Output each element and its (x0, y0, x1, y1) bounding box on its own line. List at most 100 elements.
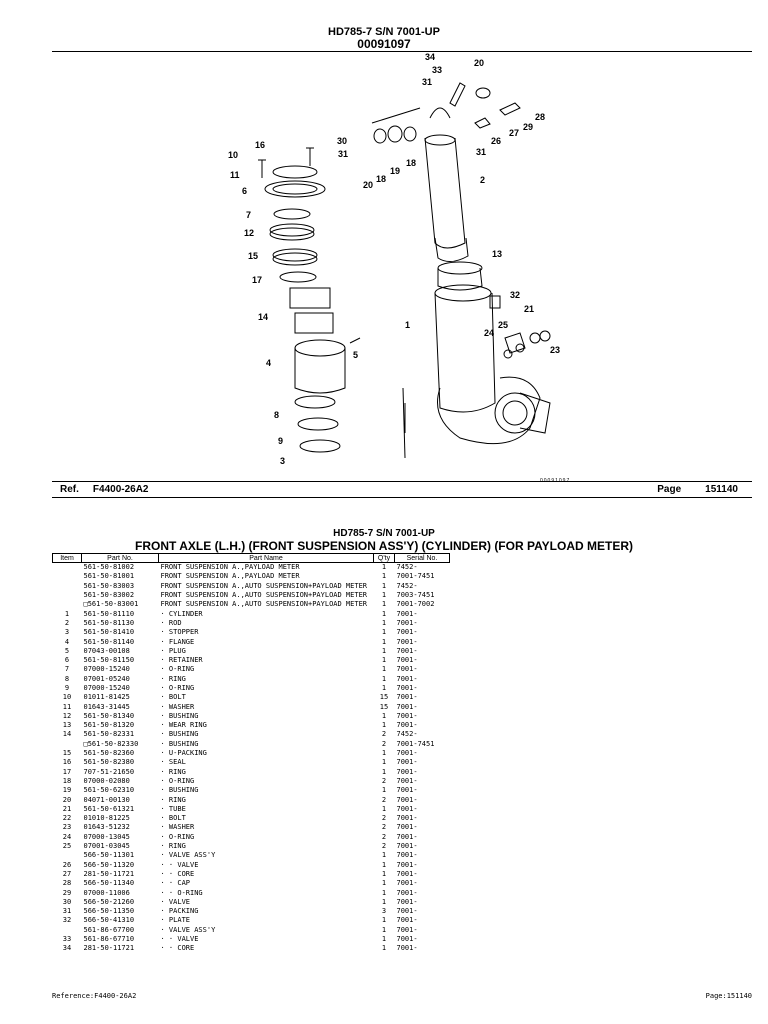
exploded-parts-diagram: 34 33 20 31 28 29 27 26 31 30 16 31 10 1… (228, 52, 560, 466)
cell-part-no: 566-50-11301 (83, 851, 135, 860)
cell-part-name: · VALVE (160, 897, 191, 906)
cell-serial: 7001-7002 (396, 600, 435, 609)
cell-part-no: 561-50-62310 (83, 786, 135, 795)
cell-serial: 7001- (396, 618, 418, 627)
cell-qty: 1 (381, 869, 387, 878)
footer-page: Page:151140 (705, 992, 752, 1000)
cell-item: 3 (64, 628, 70, 637)
cell-serial: 7001-7451 (396, 572, 435, 581)
cell-part-name: · SEAL (160, 758, 186, 767)
cell-part-name: · RING (160, 674, 186, 683)
cell-spacer (450, 795, 753, 804)
callout: 15 (248, 251, 258, 261)
callout: 6 (242, 186, 247, 196)
page-code-header: 00091097 (357, 37, 411, 51)
cell-spacer (450, 907, 753, 916)
cell-qty: 1 (381, 897, 387, 906)
ref-bottom-rule (52, 497, 752, 498)
cell-item: 8 (64, 674, 70, 683)
cell-qty: 1 (381, 618, 387, 627)
cell-serial: 7001- (396, 888, 418, 897)
cell-part-name: · · CORE (160, 869, 195, 878)
cell-serial: 7001- (396, 693, 418, 702)
cell-spacer (450, 730, 753, 739)
top-rule (52, 51, 752, 52)
cell-spacer (450, 861, 753, 870)
cell-item (53, 851, 82, 860)
cell-part-name: · O-RING (160, 776, 195, 785)
cell-spacer (450, 563, 753, 573)
cell-qty: 2 (381, 795, 387, 804)
stopper-3 (299, 439, 341, 453)
cell-serial: 7001- (396, 609, 418, 618)
callout: 16 (255, 140, 265, 150)
cell-item: 23 (62, 823, 72, 832)
cell-qty: 1 (381, 665, 387, 674)
cell-serial: 7001- (396, 916, 418, 925)
cell-serial: 7001- (396, 656, 418, 665)
cell-spacer (450, 656, 753, 665)
cell-part-no: 561-50-81150 (83, 656, 135, 665)
cell-serial: 7001- (396, 851, 418, 860)
parts-table: Item Part No. Part Name Q'ty Serial No. … (52, 553, 752, 953)
cell-spacer (450, 823, 753, 832)
cell-serial: 7003-7451 (396, 591, 435, 600)
cell-spacer (450, 786, 753, 795)
cell-part-no: 07000-13045 (83, 832, 130, 841)
callout: 29 (523, 122, 533, 132)
callout: 31 (476, 147, 486, 157)
cell-item: 27 (62, 869, 72, 878)
ref-block: Ref.F4400-26A2 (60, 484, 163, 495)
cell-spacer (450, 582, 753, 591)
cell-part-no: 566-50-41310 (83, 916, 135, 925)
cell-part-name: · · VALVE (160, 860, 199, 869)
cell-serial: 7001- (396, 925, 418, 934)
col-item: Item (52, 553, 82, 563)
cell-part-name: · O-RING (160, 832, 195, 841)
cell-spacer (450, 637, 753, 646)
cell-qty: 2 (381, 730, 387, 739)
cell-item: 32 (62, 916, 72, 925)
cell-serial: 7001- (396, 907, 418, 916)
cell-qty: 1 (381, 879, 387, 888)
cell-qty: 2 (381, 739, 387, 748)
cell-part-no: 561-50-81002 (83, 563, 135, 572)
page-label: Page (657, 484, 682, 495)
cell-item: 25 (62, 842, 72, 851)
cell-serial: 7001-7451 (396, 739, 435, 748)
callout: 18 (406, 158, 416, 168)
cell-qty: 1 (381, 581, 387, 590)
cell-serial: 7001- (396, 702, 418, 711)
oring-9 (297, 417, 339, 431)
cell-qty: 1 (381, 935, 387, 944)
cell-serial: 7001- (396, 628, 418, 637)
table-model-header: HD785-7 S/N 7001-UP (333, 528, 435, 539)
cell-part-no: 561-50-81320 (83, 721, 135, 730)
cell-part-no: 561-50-81130 (83, 618, 135, 627)
cell-item: 28 (62, 879, 72, 888)
cell-part-name: · VALVE ASS'Y (160, 851, 216, 860)
callout: 27 (509, 128, 519, 138)
cell-serial: 7001- (396, 749, 418, 758)
cell-part-no: 07043-00108 (83, 646, 130, 655)
cell-part-name: · WASHER (160, 823, 195, 832)
cell-qty: 1 (381, 609, 387, 618)
cell-part-no: 01011-81425 (83, 693, 130, 702)
col-qty: Q'ty (373, 553, 395, 563)
cell-serial: 7001- (396, 860, 418, 869)
cell-spacer (450, 944, 753, 953)
cell-item: 30 (62, 897, 72, 906)
cell-serial: 7001- (396, 776, 418, 785)
